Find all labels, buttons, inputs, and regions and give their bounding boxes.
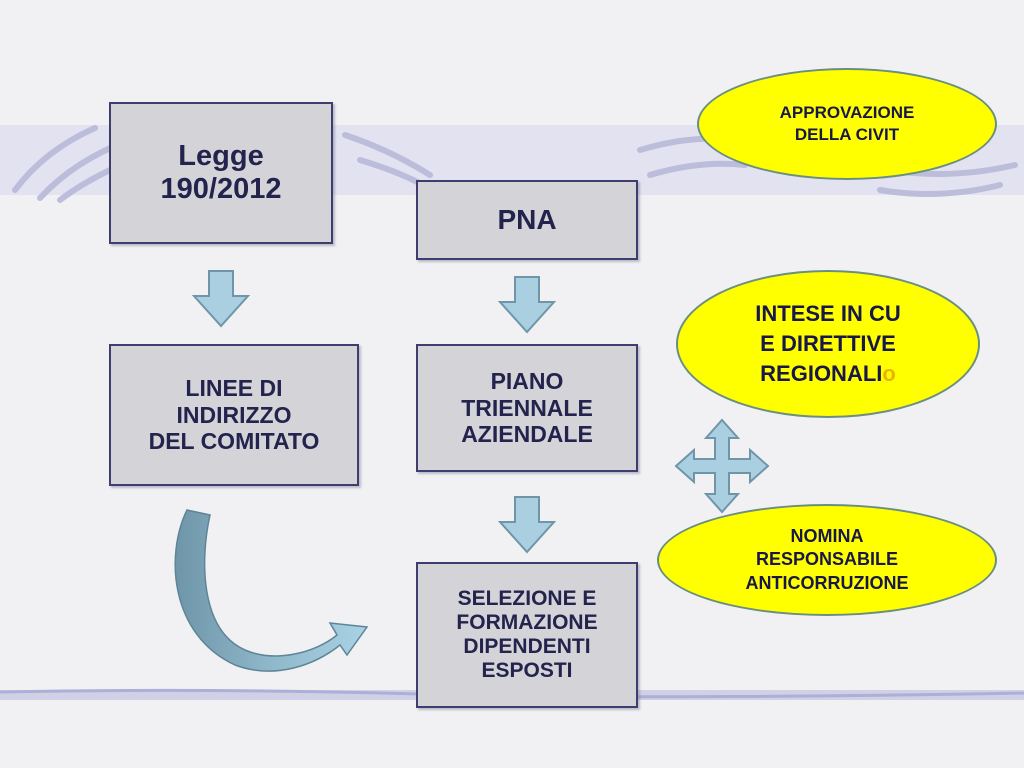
- nomina-line-2: RESPONSABILE: [755, 549, 899, 570]
- approvazione-line-2: DELLA CIVIT: [794, 125, 900, 144]
- legge-line-1: Legge: [178, 139, 264, 172]
- selezione-line-3: DIPENDENTI: [463, 635, 591, 658]
- linee-line-1: LINEE DI: [185, 375, 283, 402]
- linee-box: LINEE DI INDIRIZZO DEL COMITATO: [109, 344, 359, 486]
- nomina-line-1: NOMINA: [790, 525, 864, 546]
- intese-line-1: INTESE IN CU: [755, 301, 901, 327]
- selezione-line-1: SELEZIONE E: [457, 586, 597, 610]
- selezione-line-4: ESPOSTI: [481, 659, 573, 683]
- down-arrow-icon: [498, 276, 556, 334]
- nomina-ellipse: NOMINA RESPONSABILE ANTICORRUZIONE: [657, 504, 997, 616]
- down-arrow-icon: [498, 496, 556, 554]
- approvazione-line-1: APPROVAZIONE: [779, 102, 915, 122]
- four-way-arrow-icon: [674, 418, 770, 514]
- legge-line-2: 190/2012: [160, 173, 282, 205]
- legge-box: Legge 190/2012: [109, 102, 333, 244]
- curved-arrow-icon: [174, 509, 369, 672]
- pna-label: PNA: [497, 203, 557, 235]
- selezione-box: SELEZIONE E FORMAZIONE DIPENDENTI ESPOST…: [416, 562, 638, 708]
- approvazione-ellipse: APPROVAZIONE DELLA CIVIT: [697, 68, 997, 180]
- piano-line-2: TRIENNALE: [461, 394, 593, 421]
- down-arrow-icon: [192, 270, 250, 328]
- intese-line-3-text: REGIONALI: [760, 360, 883, 386]
- nomina-line-3: ANTICORRUZIONE: [745, 572, 909, 593]
- linee-line-2: INDIRIZZO: [176, 401, 292, 428]
- pna-box: PNA: [416, 180, 638, 260]
- piano-line-1: PIANO: [490, 368, 564, 395]
- piano-line-3: AZIENDALE: [461, 421, 593, 448]
- linee-line-3: DEL COMITATO: [148, 428, 320, 455]
- intese-ellipse: INTESE IN CU E DIRETTIVE REGIONALIo: [676, 270, 980, 418]
- intese-line-2: E DIRETTIVE: [760, 331, 896, 357]
- piano-box: PIANO TRIENNALE AZIENDALE: [416, 344, 638, 472]
- selezione-line-2: FORMAZIONE: [456, 610, 598, 634]
- intese-line-3: REGIONALIo: [760, 359, 896, 389]
- intese-suffix: o: [882, 360, 896, 386]
